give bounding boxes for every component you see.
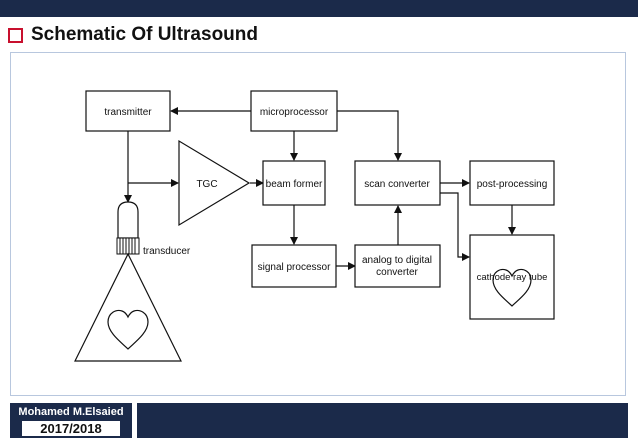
heart-icon — [107, 309, 149, 350]
block-microprocessor — [250, 90, 338, 132]
slide-title-row: Schematic Of Ultrasound — [8, 23, 258, 47]
transducer-probe — [74, 201, 182, 362]
block-scan-converter — [354, 160, 441, 206]
academic-year: 2017/2018 — [22, 421, 120, 436]
block-beam-former — [262, 160, 326, 206]
label-crt: cathode ray tube — [477, 272, 548, 283]
label-signal-processor: signal processor — [258, 262, 331, 273]
connector-scanconverter-crt — [440, 192, 470, 261]
top-bar — [0, 0, 638, 17]
checkbox-bullet-icon — [8, 27, 23, 43]
block-adc — [354, 244, 441, 288]
ultrasound-beam — [74, 252, 182, 362]
label-tgc: TGC — [196, 179, 217, 190]
probe-body — [117, 201, 139, 239]
label-beam-former: beam former — [266, 179, 323, 190]
slide-title: Schematic Of Ultrasound — [31, 24, 258, 45]
connector-microprocessor-scanconverter — [337, 110, 402, 161]
label-transducer: transducer — [143, 246, 191, 257]
label-transmitter: transmitter — [104, 107, 152, 118]
label-microprocessor: microprocessor — [260, 107, 329, 118]
label-adc-line2: converter — [376, 267, 418, 278]
block-post-processing — [469, 160, 555, 206]
block-transmitter — [85, 90, 171, 132]
connectors — [124, 107, 516, 270]
block-signal-processor — [251, 244, 337, 288]
label-scan-converter: scan converter — [364, 179, 430, 190]
label-adc-line1: analog to digital — [362, 255, 432, 266]
label-post-processing: post-processing — [477, 179, 548, 190]
footer-bar — [137, 403, 628, 438]
probe-tip-grid — [119, 238, 136, 254]
author-name: Mohamed M.Elsaied — [18, 406, 124, 418]
diagram-frame — [10, 52, 626, 396]
block-tgc — [178, 139, 251, 227]
crt-heart-icon — [492, 268, 532, 307]
footer-author-panel: Mohamed M.Elsaied 2017/2018 — [10, 403, 132, 438]
